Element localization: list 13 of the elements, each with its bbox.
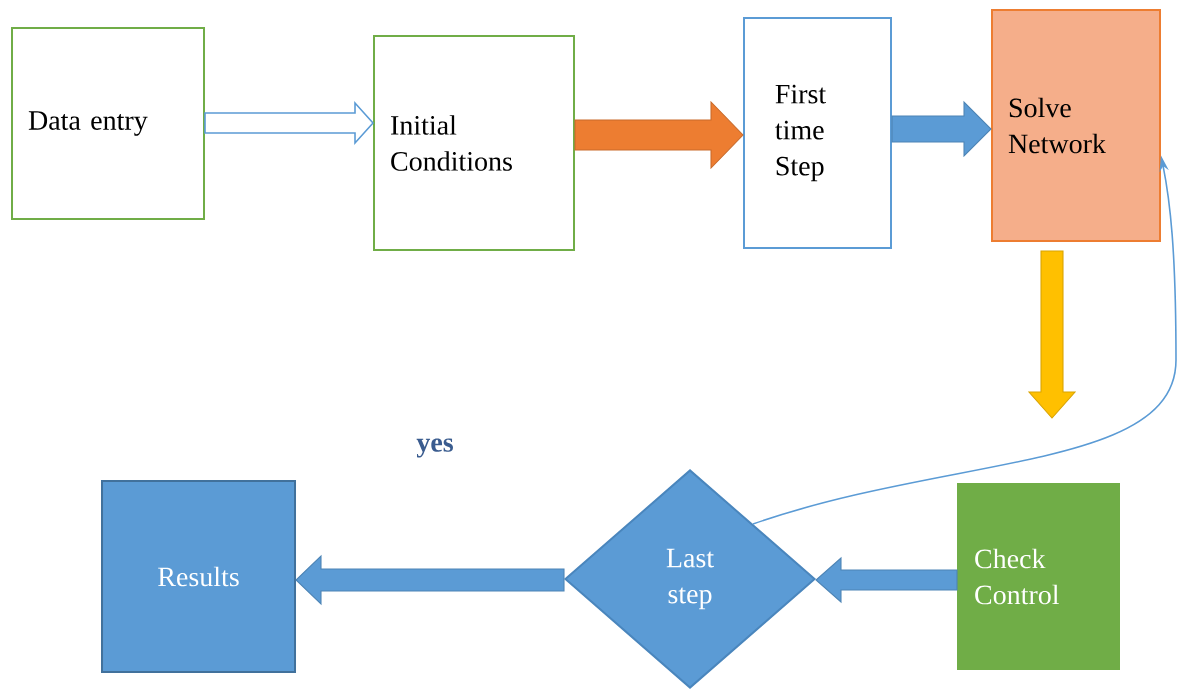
process-box: First time Step	[743, 17, 892, 249]
process-box: Data entry	[11, 27, 205, 220]
block-arrow	[1027, 250, 1077, 419]
block-arrow	[574, 100, 744, 170]
block-arrow	[204, 100, 375, 146]
block-arrow	[891, 100, 992, 158]
process-box: Initial Conditions	[373, 35, 575, 251]
block-arrow	[295, 554, 565, 606]
note-text: yes	[416, 438, 453, 458]
block-arrow	[815, 556, 958, 604]
process-box: Solve Network	[991, 9, 1161, 242]
process-box: Results	[101, 480, 296, 673]
process-box: Check Control	[957, 483, 1120, 670]
